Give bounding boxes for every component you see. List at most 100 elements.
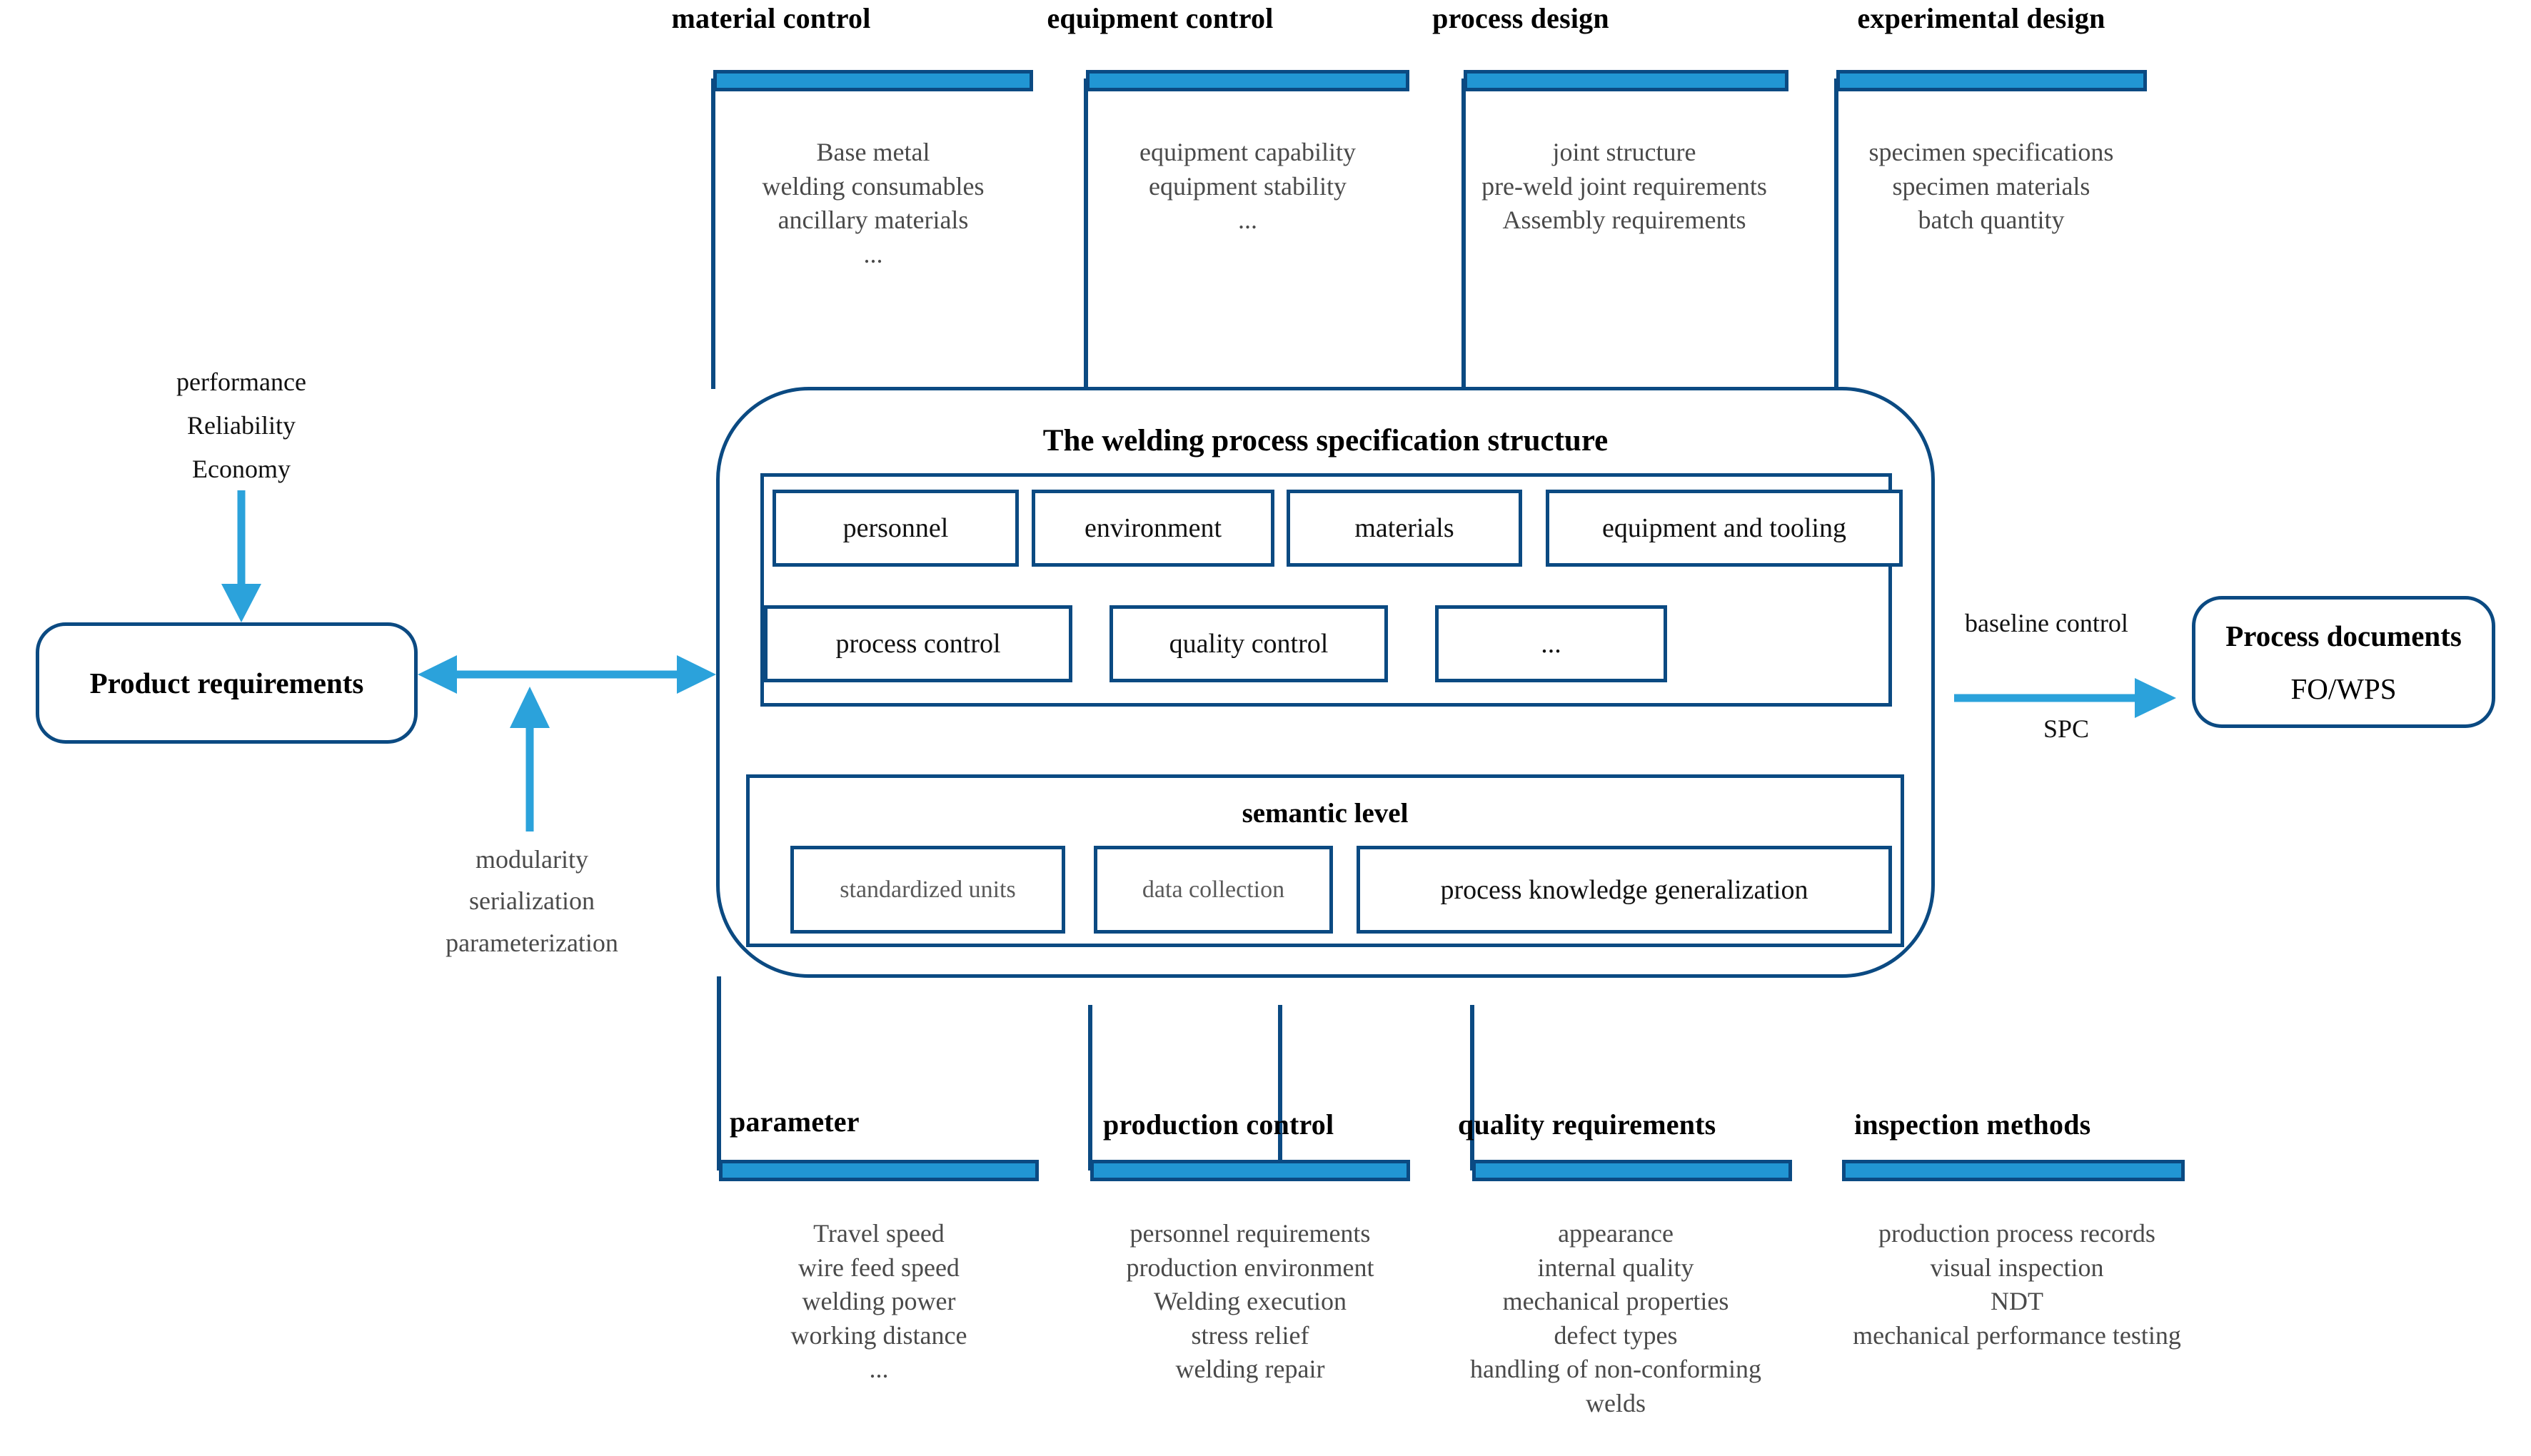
chip-quality-control[interactable]: quality control [1109,605,1388,682]
top-category-title-4: experimental design [1857,2,2105,34]
top-category-items-1: Base metal welding consumables ancillary… [713,136,1033,271]
chip-equipment-and-tooling[interactable]: equipment and tooling [1546,490,1903,567]
process-documents-box[interactable]: Process documents FO/WPS [2192,596,2495,728]
list-item: production process records [1878,1219,2155,1248]
list-item: mechanical properties [1502,1287,1729,1316]
bottom-category-items-4: production process records visual inspec… [1824,1217,2210,1353]
list-item: welding repair [1175,1355,1325,1384]
list-item: welds [1586,1388,1646,1417]
bottom-category-bar-4 [1842,1160,2185,1181]
list-item: Base metal [816,138,930,166]
arrow-structure-to-documents [1954,678,2176,718]
left-input-list: performance Reliability Economy [127,360,356,492]
arrow-mid-inputs-up [510,687,550,831]
list-item: appearance [1558,1219,1674,1248]
top-category-title-2: equipment control [1047,2,1274,34]
chip-materials[interactable]: materials [1287,490,1522,567]
top-category-bar-1 [713,70,1033,91]
list-item: visual inspection [1930,1253,2104,1282]
bottom-stem-group [717,976,1474,1171]
top-category-title-1: material control [671,2,871,34]
list-item: welding power [802,1287,956,1316]
bottom-category-title-1: parameter [730,1106,860,1138]
chip-more[interactable]: ... [1435,605,1667,682]
list-item: Assembly requirements [1502,206,1746,235]
list-item: performance [176,368,306,396]
bottom-category-items-1: Travel speed wire feed speed welding pow… [719,1217,1039,1387]
bottom-category-bar-1 [719,1160,1039,1181]
chip-label: process control [835,629,1001,659]
chip-data-collection[interactable]: data collection [1094,846,1333,934]
edge-label-spc: SPC [2043,714,2090,743]
list-item: NDT [1991,1287,2043,1316]
top-category-items-3: joint structure pre-weld joint requireme… [1435,136,1813,238]
bottom-category-title-4: inspection methods [1854,1108,2091,1141]
chip-label: environment [1084,513,1222,543]
top-category-title-3: process design [1432,2,1609,34]
list-item: Economy [192,455,291,484]
chip-environment[interactable]: environment [1032,490,1274,567]
semantic-level-title: semantic level [1242,798,1409,829]
bottom-category-items-3: appearance internal quality mechanical p… [1430,1217,1801,1420]
process-documents-line2: FO/WPS [2290,672,2397,705]
chip-label: process knowledge generalization [1440,874,1808,905]
list-item: internal quality [1537,1253,1694,1282]
product-requirements-label: Product requirements [89,667,364,699]
list-item: ancillary materials [778,206,969,235]
list-item: mechanical performance testing [1853,1320,2181,1350]
list-item: defect types [1554,1320,1678,1350]
chip-label: materials [1354,513,1454,543]
arrow-product-to-structure [418,655,716,694]
bottom-category-title-3: quality requirements [1458,1108,1716,1141]
list-item: handling of non-conforming [1470,1355,1761,1384]
list-item: specimen specifications [1868,138,2114,166]
bottom-category-items-2: personnel requirements production enviro… [1084,1217,1417,1387]
list-item: wire feed speed [798,1253,960,1282]
list-item: production environment [1126,1253,1374,1282]
list-item: stress relief [1191,1320,1309,1350]
list-item: equipment capability [1139,138,1356,166]
list-item: parameterization [446,928,618,957]
top-category-bar-4 [1836,70,2147,91]
bottom-category-title-2: production control [1103,1108,1334,1141]
list-item: serialization [469,886,595,916]
page-title: The welding process specification struct… [1042,424,1609,457]
list-item: ... [863,239,883,268]
list-item: specimen materials [1892,171,2090,201]
bottom-category-bar-3 [1472,1160,1792,1181]
chip-process-control[interactable]: process control [764,605,1072,682]
chip-label: quality control [1169,629,1329,659]
chip-label: personnel [842,513,949,543]
top-category-items-2: equipment capability equipment stability… [1086,136,1409,238]
list-item: modularity [475,845,588,874]
list-item: personnel requirements [1129,1219,1371,1248]
product-requirements-box[interactable]: Product requirements [36,622,418,744]
chip-personnel[interactable]: personnel [773,490,1019,567]
list-item: batch quantity [1918,206,2065,235]
list-item: ... [1238,206,1257,235]
left-mid-input-list: modularity serialization parameterizatio… [414,839,650,964]
process-documents-line1: Process documents [2225,619,2462,652]
chip-standardized-units[interactable]: standardized units [790,846,1065,934]
list-item: Reliability [187,411,296,440]
chip-label: standardized units [840,876,1016,903]
chip-process-knowledge-generalization[interactable]: process knowledge generalization [1357,846,1892,934]
edge-label-baseline-control: baseline control [1965,609,2128,637]
top-category-bar-3 [1464,70,1788,91]
chip-label: data collection [1142,876,1285,903]
list-item: Travel speed [813,1219,945,1248]
list-item: Welding execution [1153,1287,1347,1316]
list-item: welding consumables [762,171,985,201]
chip-label: ... [1541,629,1561,659]
list-item: joint structure [1552,138,1696,166]
bottom-category-bar-2 [1090,1160,1410,1181]
bottom-block-edge-1 [719,1171,723,1181]
list-item: ... [869,1355,889,1384]
top-category-bar-2 [1086,70,1409,91]
chip-label: equipment and tooling [1602,513,1846,543]
arrow-inputs-to-product [221,490,261,622]
list-item: pre-weld joint requirements [1481,171,1767,201]
top-category-items-4: specimen specifications specimen materia… [1819,136,2163,238]
list-item: equipment stability [1149,171,1347,201]
